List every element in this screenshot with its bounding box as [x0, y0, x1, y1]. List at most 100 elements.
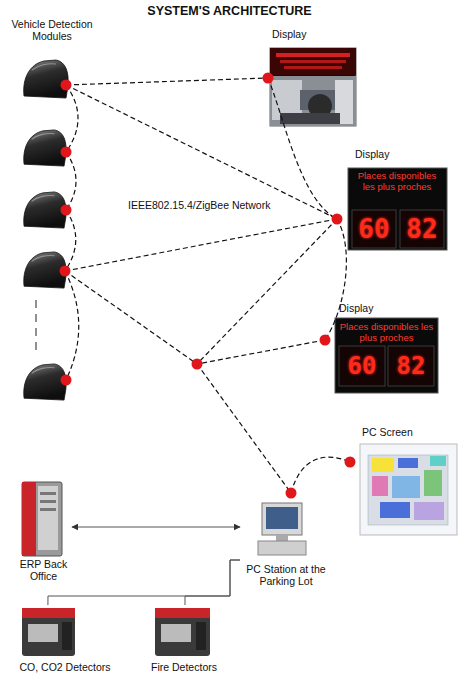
server-label: ERP Back Office [7, 558, 80, 582]
server-slot [40, 500, 56, 503]
plan-block [372, 476, 388, 496]
plan-block [430, 456, 446, 466]
monitor-stand [276, 535, 288, 541]
wired-link [48, 560, 240, 605]
zigbee-node [61, 205, 72, 216]
sensor-module [24, 130, 66, 166]
detector-side [62, 622, 72, 650]
wired-link [185, 560, 240, 605]
detector-unit [22, 608, 75, 656]
detector-band [155, 608, 210, 618]
display-message: Places disponibles les plus proches [351, 170, 443, 192]
sensor-modules [24, 60, 68, 400]
server-front [38, 486, 58, 550]
display-heading: Display [355, 148, 389, 160]
screen-frame [360, 444, 457, 535]
zigbee-node [192, 359, 203, 370]
led-count: 82 [400, 210, 444, 248]
screen-heading: PC Screen [362, 426, 413, 438]
node-box: CO, CO2 Detectors [10, 605, 120, 675]
photo-detail [280, 113, 340, 124]
zigbee-nodes [60, 73, 356, 499]
zigbee-node [263, 73, 274, 84]
pc-base [258, 541, 306, 555]
detector-body [155, 608, 210, 656]
display-text-bar [276, 53, 350, 57]
display-text-bar [280, 60, 346, 63]
network-label: IEEE802.15.4/ZigBee Network [128, 199, 270, 211]
mesh-link [65, 271, 197, 364]
led-panel [339, 346, 385, 386]
led-panel [388, 346, 434, 386]
display-frame [335, 318, 438, 393]
plan-area [368, 455, 448, 525]
detector-panel [28, 624, 58, 642]
zigbee-node [61, 80, 72, 91]
detector-label: Fire Detectors [138, 661, 230, 673]
mesh-link [66, 85, 78, 152]
display-message: Places disponibles les plus proches [339, 321, 434, 343]
floor-plan-screen [360, 444, 457, 535]
sensor-module [24, 364, 66, 400]
plan-block [414, 502, 444, 520]
plan-block [372, 458, 394, 472]
sensor-module [24, 252, 66, 288]
display-frame [348, 168, 447, 250]
zigbee-node [60, 266, 71, 277]
mesh-link [66, 152, 76, 210]
led-panel [400, 210, 444, 248]
led-display [335, 318, 438, 393]
node-box: PC Screen [350, 426, 458, 537]
display-text-bar [284, 66, 342, 69]
led-count: 60 [339, 346, 385, 386]
plan-block [398, 458, 418, 468]
detector-body [22, 608, 75, 656]
server [22, 482, 62, 556]
wireless-link [291, 457, 350, 493]
wireless-link [66, 85, 337, 219]
display-photo [270, 76, 356, 126]
monitor [262, 503, 302, 535]
node-box: DisplayPlaces disponibles les plus proch… [337, 146, 448, 252]
wireless-link [66, 78, 268, 85]
sensor-module [24, 60, 68, 98]
mesh-link [197, 219, 337, 364]
wired-link [72, 527, 240, 528]
plan-block [424, 470, 442, 496]
photo-detail [300, 90, 340, 110]
led-display [348, 168, 447, 250]
detector-side [196, 622, 206, 650]
server-slot [40, 492, 56, 495]
mesh-link [197, 364, 291, 493]
plan-block [380, 502, 410, 518]
detector-unit [155, 608, 210, 656]
zigbee-node [345, 457, 356, 468]
detector-label: CO, CO2 Detectors [10, 661, 120, 673]
photo-detail [308, 94, 332, 118]
display-heading: Display [339, 302, 373, 314]
mesh-link [65, 210, 76, 271]
zigbee-node [286, 488, 297, 499]
plan-block [392, 476, 420, 498]
zigbee-node [332, 214, 343, 225]
mesh-links [65, 85, 337, 493]
continuation-mark [36, 300, 37, 356]
node-box: Display [268, 26, 356, 126]
photo-detail [272, 80, 302, 120]
sensor-module [24, 192, 66, 228]
led-count: 60 [352, 210, 396, 248]
photo-detail [335, 80, 353, 124]
node-box: Vehicle Detection Modules [0, 16, 66, 104]
led-count: 82 [388, 346, 434, 386]
pc-station [258, 503, 306, 555]
node-box: Fire Detectors [148, 605, 220, 675]
detector-band [22, 608, 75, 618]
zigbee-node [61, 375, 72, 386]
display-band [270, 48, 356, 75]
detector-panel [161, 624, 191, 642]
mesh-link [65, 271, 79, 380]
module-heading: Vehicle Detection Modules [0, 18, 104, 42]
zigbee-node [320, 335, 331, 346]
server-panel [22, 482, 36, 556]
